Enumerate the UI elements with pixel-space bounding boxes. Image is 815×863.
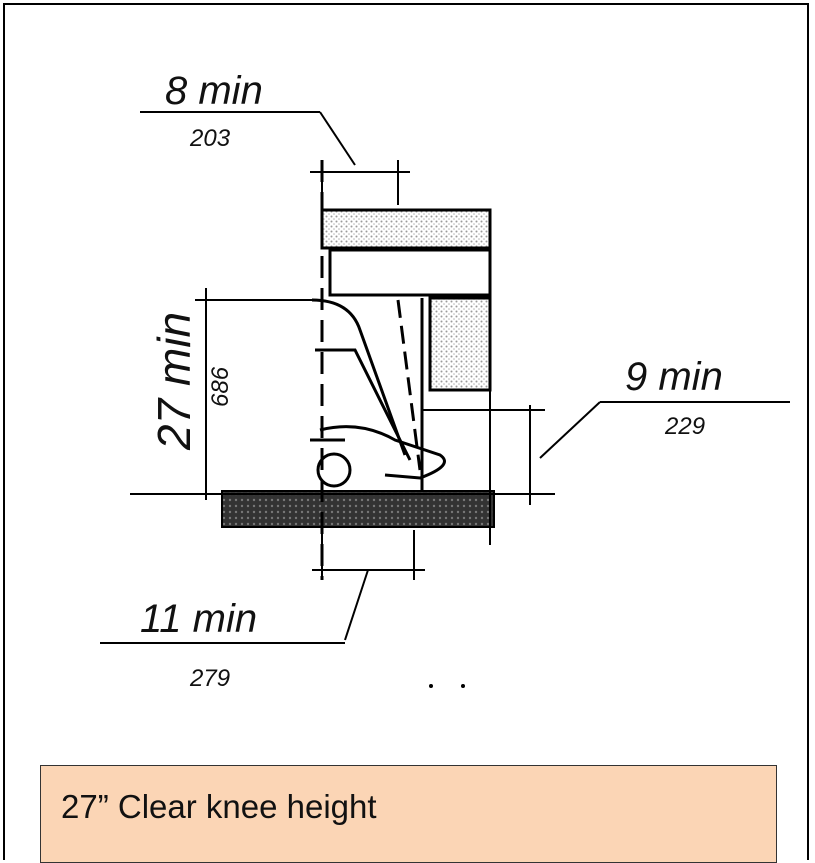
toe-height-inches: 9 min [625, 355, 723, 399]
floor-slab [221, 490, 495, 528]
knee-depth-inches: 11 min [140, 597, 257, 641]
top-width-inches: 8 min [165, 69, 263, 113]
knee-height-mm: 686 [207, 366, 234, 407]
knee-height-inches: 27 min [148, 312, 200, 451]
caption-text: 27” Clear knee height [61, 788, 377, 825]
dim-knee-height [195, 288, 322, 500]
dim-knee-depth [100, 530, 425, 644]
toe-height-mm: 229 [664, 413, 705, 440]
knee-depth-mm: 279 [189, 665, 230, 692]
figure-frame [3, 3, 809, 860]
dim-toe-height [500, 401, 790, 505]
dim-top-width [140, 111, 410, 205]
counter-support [428, 296, 492, 392]
counter-top [320, 208, 492, 250]
apron-box [328, 248, 492, 297]
caption-box: 27” Clear knee height [40, 765, 777, 863]
top-width-mm: 203 [189, 125, 231, 152]
